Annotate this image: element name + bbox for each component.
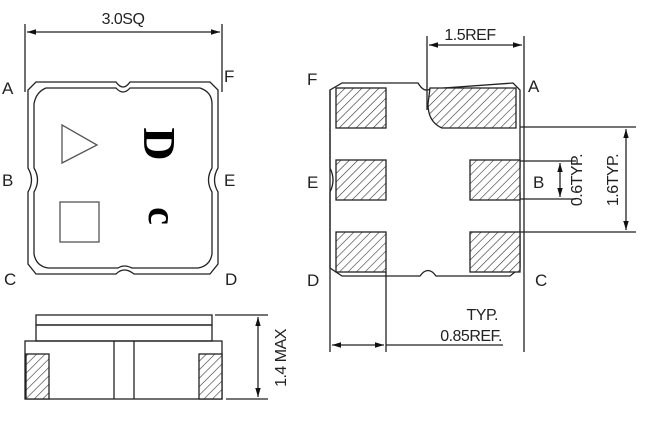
side-pad-left <box>25 353 50 400</box>
dim-1-4-max: 1.4 MAX <box>273 328 290 387</box>
bottom-view: 1.5REF 0.6TYP. 1.6TYP. TYP. 0.85REF. F A… <box>307 27 636 352</box>
pad-e <box>335 159 387 201</box>
pad-d <box>335 231 387 273</box>
side-lid-top <box>35 314 213 326</box>
top-view-inner-outline <box>33 87 213 269</box>
side-pad-right <box>198 353 223 400</box>
marking-c: c <box>140 207 185 225</box>
top-view-outline <box>27 81 219 275</box>
dim-text: 3.0SQ <box>102 11 145 28</box>
bv-pin-label-b: B <box>533 173 544 192</box>
dim-1-5ref: 1.5REF <box>444 27 496 44</box>
bv-pin-label-d: D <box>307 271 319 290</box>
bv-pin-label-e: E <box>307 173 318 192</box>
pin-label-c: C <box>4 270 16 289</box>
pad-a <box>427 87 517 129</box>
bv-pin-label-a: A <box>528 77 540 96</box>
pin-label-e: E <box>224 171 235 190</box>
pin-label-f: F <box>224 67 234 86</box>
bottom-view-outline <box>329 82 521 277</box>
dim-typ: TYP. <box>467 307 499 324</box>
pad-b <box>469 159 521 201</box>
marking-d: D <box>134 127 185 160</box>
side-lid <box>35 324 213 342</box>
bv-pin-label-f: F <box>307 70 317 89</box>
dim-3-0sq: 3.0SQ <box>24 11 223 92</box>
side-body <box>24 340 223 400</box>
pad-f <box>335 87 387 129</box>
pin-label-b: B <box>2 171 13 190</box>
dim-0-85ref: 0.85REF. <box>440 328 502 345</box>
side-view: 1.4 MAX <box>24 314 290 400</box>
bv-pin-label-c: C <box>535 271 547 290</box>
triangle-marker-icon <box>61 123 99 165</box>
dim-1-6typ: 1.6TYP. <box>605 154 622 206</box>
dim-0-6typ: 0.6TYP. <box>569 154 586 206</box>
pin-label-d: D <box>225 270 237 289</box>
pad-c <box>469 231 521 273</box>
pin-label-a: A <box>2 79 14 98</box>
top-view: 3.0SQ D c A F B E C D <box>2 11 237 289</box>
square-marker-icon <box>59 201 100 243</box>
